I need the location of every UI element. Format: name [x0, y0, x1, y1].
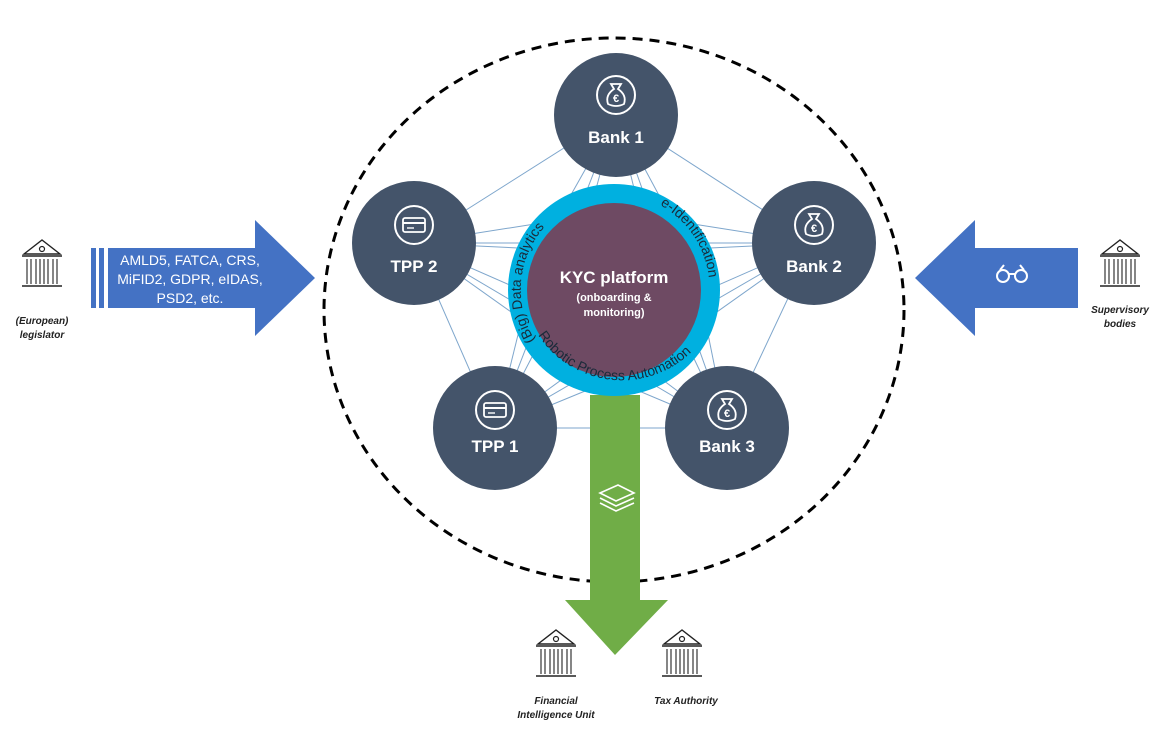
supervisory-label-1: Supervisory: [1091, 305, 1149, 316]
tax-label: Tax Authority: [654, 696, 718, 707]
kyc-title: KYC platform: [560, 268, 669, 287]
regulation-line-1: AMLD5, FATCA, CRS,: [120, 252, 260, 268]
svg-text:Bank 1: Bank 1: [588, 128, 644, 147]
svg-text:TPP 1: TPP 1: [472, 437, 519, 456]
node-bank-3: Bank 3: [665, 366, 789, 490]
fiu-label-1: Financial: [534, 696, 578, 707]
regulation-arrow: AMLD5, FATCA, CRS, MiFID2, GDPR, eIDAS, …: [91, 220, 315, 336]
fiu-label-2: Intelligence Unit: [517, 710, 595, 721]
legislator-label-2: legislator: [20, 330, 66, 341]
kyc-subtitle-2: monitoring): [583, 307, 644, 319]
supervision-arrow: [915, 220, 1078, 336]
svg-text:TPP 2: TPP 2: [391, 257, 438, 276]
node-bank-2: Bank 2: [752, 181, 876, 305]
regulation-line-2: MiFID2, GDPR, eIDAS,: [117, 271, 262, 287]
legislator-building-icon: [21, 239, 63, 287]
binoculars-icon: [996, 264, 1028, 283]
node-tpp-2: TPP 2: [352, 181, 476, 305]
fiu-building-icon: [535, 629, 577, 677]
node-tpp-1: TPP 1: [433, 366, 557, 490]
ecosystem-boundary: [322, 36, 906, 584]
node-bank-1: Bank 1: [554, 53, 678, 177]
regulation-line-3: PSD2, etc.: [157, 290, 224, 306]
reporting-arrow: [565, 395, 668, 655]
supervisory-label-2: bodies: [1104, 319, 1137, 330]
kyc-subtitle-1: (onboarding &: [576, 292, 651, 304]
tax-building-icon: [661, 629, 703, 677]
svg-text:Bank 2: Bank 2: [786, 257, 842, 276]
legislator-label-1: (European): [16, 316, 69, 327]
kyc-platform: [527, 203, 701, 377]
svg-text:Bank 3: Bank 3: [699, 437, 755, 456]
documents-icon: [598, 484, 636, 512]
supervisory-building-icon: [1099, 239, 1141, 287]
